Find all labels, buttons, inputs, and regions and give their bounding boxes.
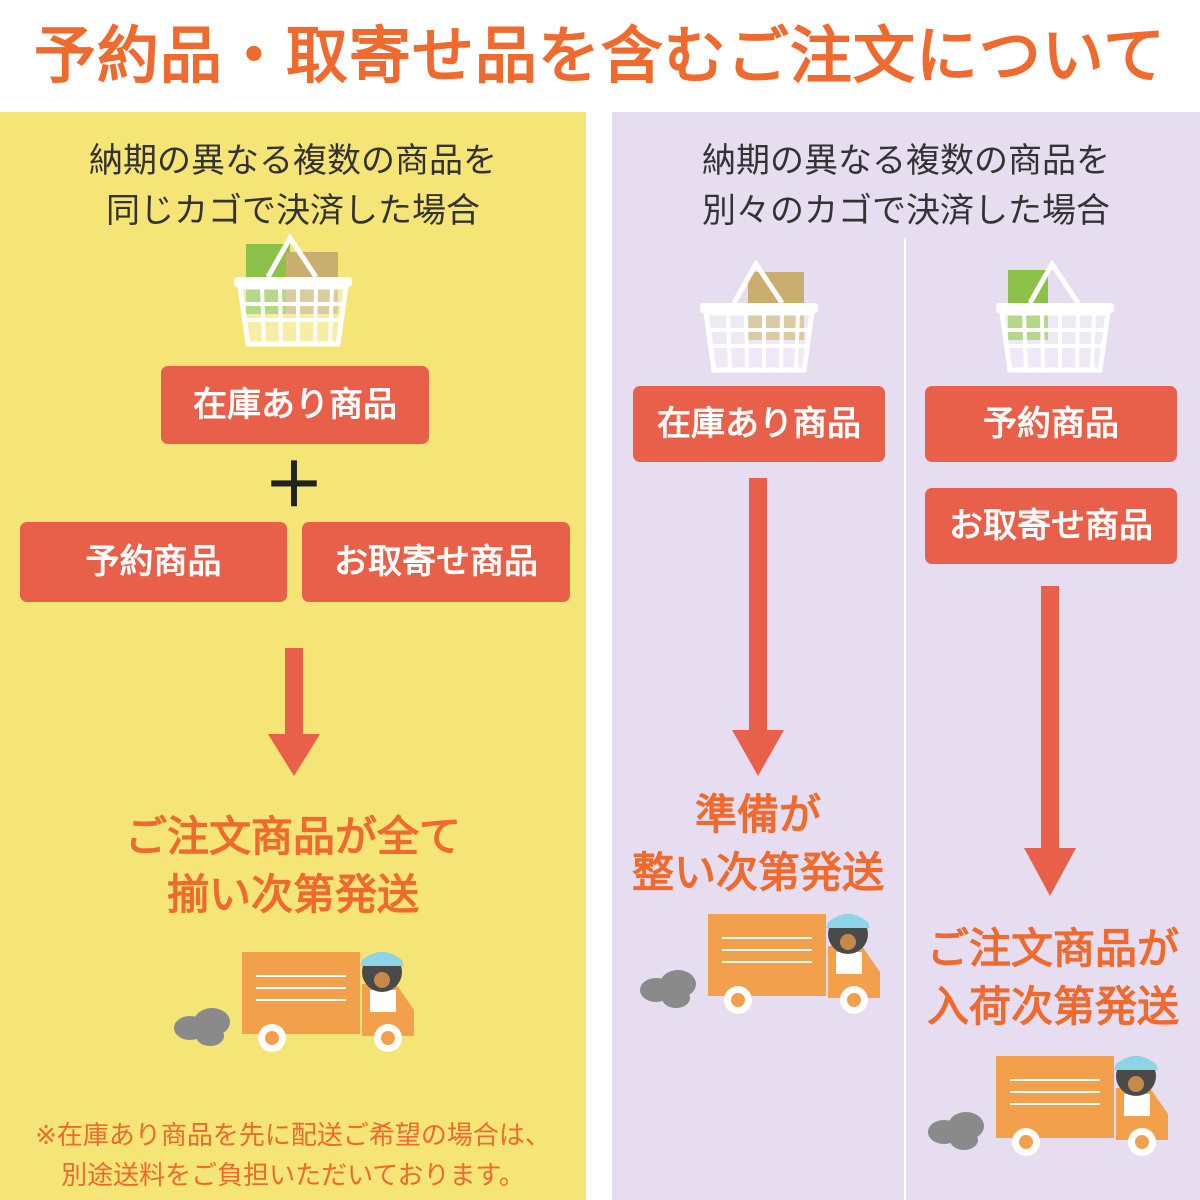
tag-preorder-right: 予約商品 — [925, 386, 1177, 462]
left-heading-line-1: 納期の異なる複数の商品を — [89, 141, 497, 181]
right-col1-result: 準備が 整い次第発送 — [612, 786, 904, 902]
left-result-line-2: 揃い次第発送 — [166, 870, 419, 919]
delivery-truck-icon — [174, 952, 414, 1052]
left-heading-line-2: 同じカゴで決済した場合 — [106, 191, 480, 231]
left-note: ※在庫あり商品を先に配送ご希望の場合は、 別途送料をご負担いただいております。 — [0, 1116, 586, 1196]
delivery-truck-icon — [928, 1056, 1168, 1156]
left-result-line-1: ご注文商品が全て — [124, 812, 461, 861]
right-heading-line-1: 納期の異なる複数の商品を — [702, 141, 1110, 181]
arrow-down-icon — [268, 648, 320, 776]
plus-sign: ＋ — [264, 451, 324, 521]
tag-order-left: お取寄せ商品 — [302, 522, 570, 602]
right-heading-line-2: 別々のカゴで決済した場合 — [702, 191, 1110, 231]
shopping-basket-icon — [996, 259, 1114, 373]
right-col1-result-line-2: 整い次第発送 — [631, 848, 884, 897]
right-col2-result: ご注文商品が 入荷次第発送 — [906, 920, 1200, 1036]
shopping-basket-icon — [234, 233, 352, 347]
left-note-line-1: ※在庫あり商品を先に配送ご希望の場合は、 — [35, 1121, 551, 1151]
left-note-line-2: 別途送料をご負担いただいております。 — [61, 1161, 525, 1191]
tag-instock-right: 在庫あり商品 — [633, 386, 885, 462]
right-heading: 納期の異なる複数の商品を 別々のカゴで決済した場合 — [612, 136, 1200, 236]
right-col2-result-line-1: ご注文商品が — [926, 924, 1179, 973]
tag-instock-left: 在庫あり商品 — [161, 366, 429, 444]
left-heading: 納期の異なる複数の商品を 同じカゴで決済した場合 — [0, 136, 586, 236]
tag-order-right: お取寄せ商品 — [925, 488, 1177, 564]
right-col1-result-line-1: 準備が — [694, 790, 821, 839]
arrow-down-icon — [1024, 586, 1076, 896]
delivery-truck-icon — [640, 914, 880, 1014]
page-title: 予約品・取寄せ品を含むご注文について — [33, 19, 1167, 92]
shopping-basket-icon — [700, 259, 818, 373]
arrow-down-icon — [732, 478, 784, 776]
right-col2-result-line-2: 入荷次第発送 — [926, 982, 1179, 1031]
right-panel — [612, 112, 1200, 1200]
left-result: ご注文商品が全て 揃い次第発送 — [0, 808, 586, 924]
tag-preorder-left: 予約商品 — [20, 522, 287, 602]
column-divider — [904, 238, 906, 1200]
